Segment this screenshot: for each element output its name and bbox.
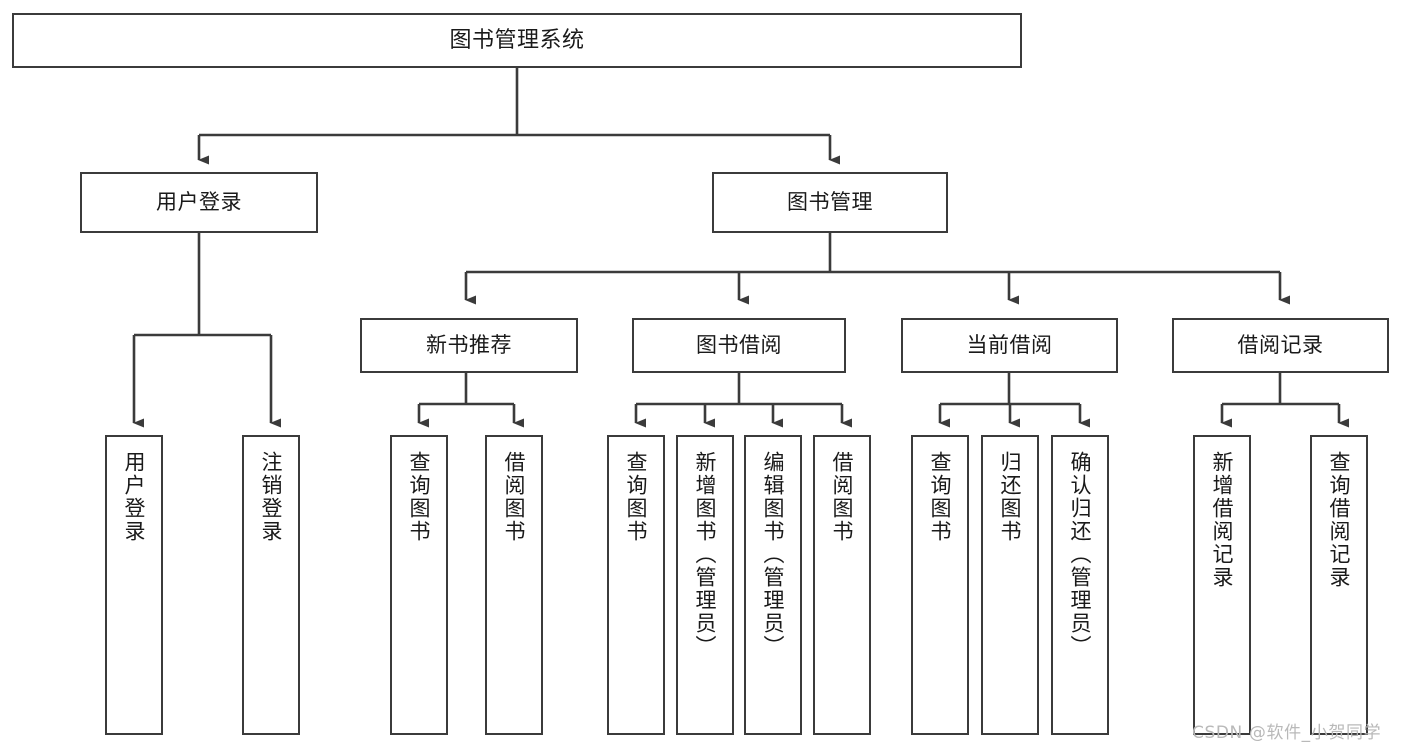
leaf-borrow-book-newbook[interactable]: 借阅图书 — [485, 435, 543, 735]
node-root-system[interactable]: 图书管理系统 — [12, 13, 1022, 68]
node-label: 图书管理系统 — [449, 27, 585, 53]
node-label: 用户登录 — [156, 190, 242, 215]
node-label: 确认归还（管理员） — [1068, 451, 1093, 658]
node-label: 归还图书 — [998, 451, 1023, 543]
node-label: 当前借阅 — [966, 333, 1053, 358]
node-current-borrow[interactable]: 当前借阅 — [901, 318, 1118, 373]
node-label: 注销登录 — [259, 451, 284, 543]
node-label: 图书借阅 — [696, 333, 782, 358]
node-label: 借阅记录 — [1237, 333, 1324, 358]
csdn-watermark: CSDN @软件_小贺同学 — [1192, 723, 1382, 743]
node-book-borrow[interactable]: 图书借阅 — [632, 318, 846, 373]
node-label: 借阅图书 — [502, 451, 527, 543]
node-label: 编辑图书（管理员） — [761, 451, 786, 658]
node-new-book-recommend[interactable]: 新书推荐 — [360, 318, 578, 373]
node-borrow-record[interactable]: 借阅记录 — [1172, 318, 1389, 373]
node-label: 借阅图书 — [830, 451, 855, 543]
node-label: 查询图书 — [928, 451, 953, 543]
leaf-add-book-admin[interactable]: 新增图书（管理员） — [676, 435, 734, 735]
node-label: 新增借阅记录 — [1210, 451, 1235, 589]
leaf-query-book-newbook[interactable]: 查询图书 — [390, 435, 448, 735]
node-label: 查询图书 — [407, 451, 432, 543]
leaf-logout-login[interactable]: 注销登录 — [242, 435, 300, 735]
node-label: 查询图书 — [624, 451, 649, 543]
leaf-return-book[interactable]: 归还图书 — [981, 435, 1039, 735]
node-label: 图书管理 — [787, 190, 873, 215]
node-label: 新增图书（管理员） — [693, 451, 718, 658]
leaf-edit-book-admin[interactable]: 编辑图书（管理员） — [744, 435, 802, 735]
leaf-query-borrow-record[interactable]: 查询借阅记录 — [1310, 435, 1368, 735]
leaf-query-book-borrow[interactable]: 查询图书 — [607, 435, 665, 735]
node-book-management[interactable]: 图书管理 — [712, 172, 948, 233]
leaf-confirm-return-admin[interactable]: 确认归还（管理员） — [1051, 435, 1109, 735]
leaf-query-book-current[interactable]: 查询图书 — [911, 435, 969, 735]
leaf-add-borrow-record[interactable]: 新增借阅记录 — [1193, 435, 1251, 735]
node-label: 用户登录 — [122, 451, 147, 543]
node-label: 查询借阅记录 — [1327, 451, 1352, 589]
node-label: 新书推荐 — [426, 333, 512, 358]
leaf-borrow-book-borrow[interactable]: 借阅图书 — [813, 435, 871, 735]
leaf-user-login[interactable]: 用户登录 — [105, 435, 163, 735]
node-user-login[interactable]: 用户登录 — [80, 172, 318, 233]
